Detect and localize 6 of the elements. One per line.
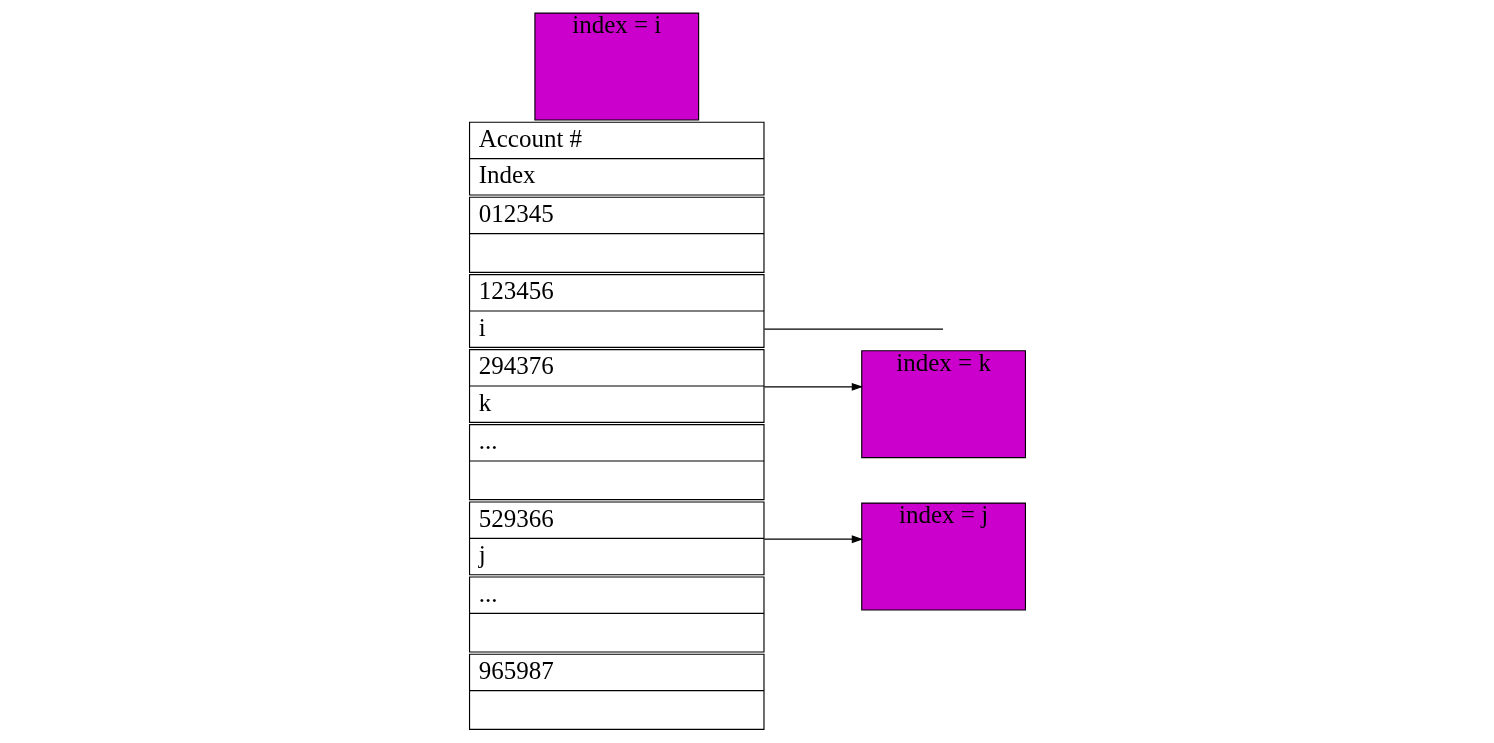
arrow <box>763 382 863 391</box>
node-box: index = j <box>860 502 1026 611</box>
arrow <box>763 535 863 544</box>
node-box: index = i <box>533 12 699 121</box>
node-box: index = k <box>860 350 1026 459</box>
connector <box>763 328 944 330</box>
